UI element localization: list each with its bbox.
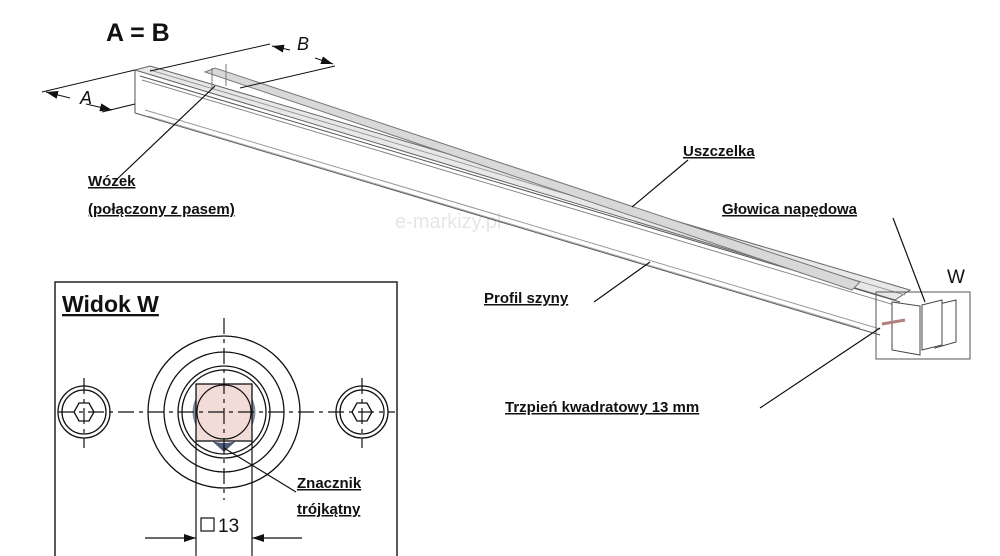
square-dimension: 13 — [218, 516, 239, 537]
square-symbol-icon — [200, 517, 215, 532]
dimension-b-label: B — [297, 34, 309, 54]
carriage-label: Wózek — [88, 173, 136, 190]
dimension-a — [41, 69, 136, 113]
center-lines — [58, 318, 395, 500]
watermark: e-markizy.pl — [395, 211, 501, 233]
view-marker-label: W — [947, 267, 965, 288]
seal-label: Uszczelka — [683, 143, 755, 160]
detail-view-title: Widok W — [62, 291, 159, 317]
dimension-13 — [145, 441, 302, 556]
detail-view-w: Widok W — [54, 281, 398, 556]
rail-assembly — [133, 64, 912, 336]
marker-label: Znacznik — [297, 475, 362, 492]
dimension-a-label: A — [79, 88, 92, 108]
marker-label-sub: trójkątny — [297, 501, 361, 518]
square-pin-label: Trzpień kwadratowy 13 mm — [505, 399, 699, 416]
drive-head-drawing — [875, 291, 971, 360]
title: A = B — [106, 19, 170, 47]
drive-head-label: Głowica napędowa — [722, 201, 858, 218]
dimension-b — [149, 43, 336, 89]
carriage-label-sub: (połączony z pasem) — [88, 201, 235, 218]
rail-profile-label: Profil szyny — [484, 290, 569, 307]
leader-lines — [113, 85, 926, 409]
